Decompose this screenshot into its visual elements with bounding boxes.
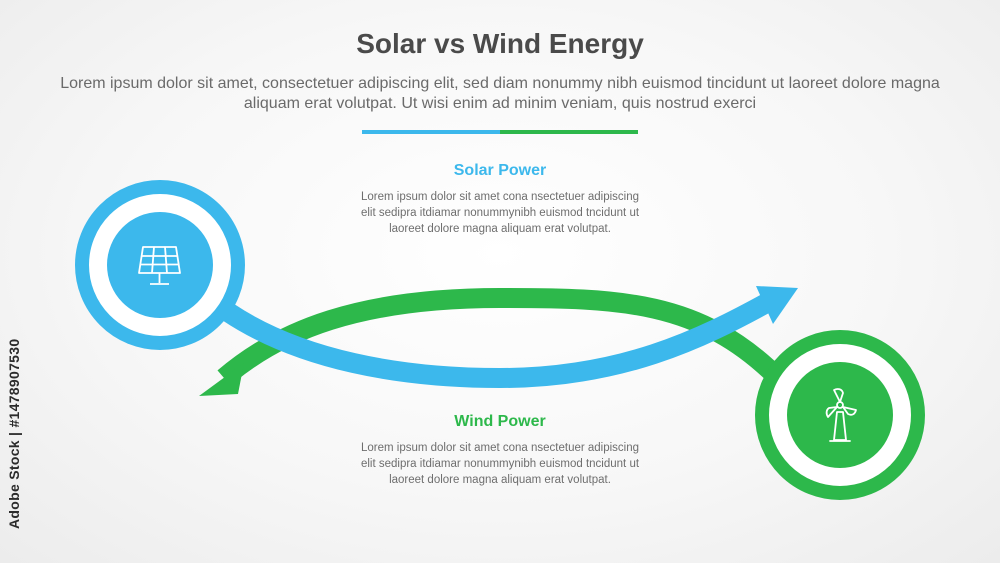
divider-solar-segment: [362, 130, 500, 134]
solar-text-block: Solar Power Lorem ipsum dolor sit amet c…: [360, 162, 640, 237]
wind-description: Lorem ipsum dolor sit amet cona nsectetu…: [360, 442, 640, 486]
stock-watermark: Adobe Stock | #1478907530: [6, 338, 22, 530]
solar-panel-icon: [138, 246, 181, 285]
wind-arrowhead: [199, 363, 244, 396]
solar-node: [75, 180, 245, 350]
wind-title: Wind Power: [454, 413, 546, 430]
solar-arc-arrow: [222, 291, 777, 389]
solar-title: Solar Power: [453, 162, 547, 179]
wind-inner-circle: [787, 362, 893, 468]
wind-turbine-icon: [825, 388, 857, 442]
divider-wind-segment: [500, 130, 638, 134]
wind-node: [755, 330, 925, 500]
solar-arrowhead: [756, 286, 798, 324]
solar-description: Lorem ipsum dolor sit amet cona nsectetu…: [360, 191, 640, 235]
page-subtitle: Lorem ipsum dolor sit amet, consectetuer…: [60, 75, 940, 112]
page-title: Solar vs Wind Energy: [356, 28, 644, 59]
wind-text-block: Wind Power Lorem ipsum dolor sit amet co…: [360, 413, 640, 488]
title-divider: [362, 130, 638, 134]
